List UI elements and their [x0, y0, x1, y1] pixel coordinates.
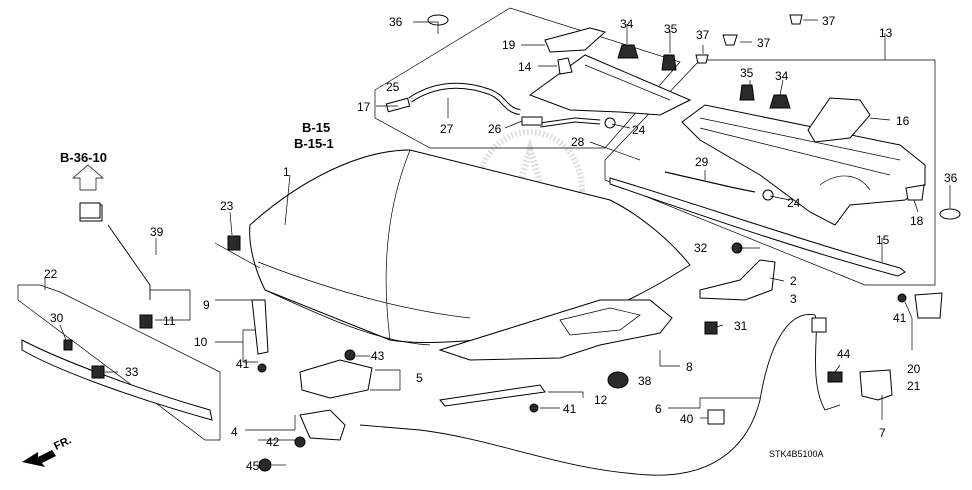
callout-13: 13 [879, 26, 893, 40]
callout-9: 9 [203, 298, 210, 312]
callout-8: 8 [686, 360, 693, 374]
callout-24a: 24 [632, 123, 646, 137]
callout-34a: 34 [620, 17, 634, 31]
callout-41c: 41 [893, 311, 907, 325]
callout-30: 30 [50, 311, 64, 325]
callout-7: 7 [879, 426, 886, 440]
hood-stay [79, 204, 151, 300]
callout-40: 40 [680, 412, 694, 426]
diagram-code: STK4B5100A [769, 449, 824, 459]
hood-panel [249, 149, 691, 346]
callout-35a: 35 [664, 22, 678, 36]
hose-29 [664, 171, 756, 193]
callout-19: 19 [502, 38, 516, 52]
ref-b-15-1: B-15-1 [294, 136, 334, 151]
hose-27 [385, 82, 521, 115]
callout-36a: 36 [389, 15, 403, 29]
callout-22: 22 [44, 267, 58, 281]
cowl-cover [528, 27, 692, 116]
callout-28: 28 [571, 135, 585, 149]
callout-29: 29 [695, 155, 709, 169]
callout-37c: 37 [757, 36, 771, 50]
callout-41b: 41 [563, 402, 577, 416]
assembly-box-17 [374, 7, 681, 149]
assembly-box-22 [17, 284, 221, 441]
callout-35b: 35 [740, 66, 754, 80]
callout-25: 25 [386, 80, 400, 94]
callouts: 1 2 3 4 5 6 7 8 9 10 11 12 13 14 15 16 1… [44, 14, 958, 473]
callout-43: 43 [371, 349, 385, 363]
callout-37a: 37 [822, 14, 836, 28]
callout-11: 11 [163, 314, 176, 328]
callout-2: 2 [790, 274, 797, 288]
callout-39: 39 [150, 225, 164, 239]
direction-label: FR. [52, 434, 73, 452]
callout-4: 4 [231, 425, 238, 439]
ref-b-15: B-15 [302, 120, 330, 135]
front-direction-arrow-icon [22, 450, 56, 467]
callout-18: 18 [910, 214, 924, 228]
callout-16: 16 [896, 114, 910, 128]
up-arrow-icon [72, 164, 104, 191]
callout-33: 33 [125, 365, 139, 379]
callout-24b: 24 [787, 196, 801, 210]
callout-41a: 41 [236, 357, 250, 371]
hose-28 [539, 117, 601, 128]
seal-16 [807, 97, 871, 143]
callout-12: 12 [594, 393, 608, 407]
callout-15: 15 [876, 233, 890, 247]
weatherstrip-15 [609, 177, 906, 277]
ref-b-36-10: B-36-10 [60, 150, 107, 165]
callout-3: 3 [790, 292, 797, 306]
leader-lines [44, 19, 951, 466]
callout-26: 26 [488, 122, 502, 136]
callout-44: 44 [837, 347, 851, 361]
callout-36b: 36 [944, 171, 958, 185]
callout-17: 17 [357, 100, 371, 114]
fasteners [63, 14, 961, 472]
callout-1: 1 [283, 165, 290, 179]
callout-34b: 34 [775, 69, 789, 83]
callout-27: 27 [440, 122, 454, 136]
callout-32: 32 [694, 241, 708, 255]
hood-insulator [438, 299, 673, 361]
callout-37b: 37 [696, 28, 710, 42]
callout-38: 38 [638, 374, 652, 388]
hood-molding [21, 339, 213, 421]
callout-45: 45 [246, 459, 260, 473]
callout-20: 20 [907, 362, 921, 376]
callout-14: 14 [518, 60, 532, 74]
hood-cable [359, 314, 841, 476]
callout-23: 23 [220, 199, 234, 213]
callout-6: 6 [655, 402, 662, 416]
callout-21: 21 [907, 379, 921, 393]
callout-5: 5 [416, 371, 423, 385]
callout-10: 10 [194, 335, 208, 349]
callout-42: 42 [266, 435, 280, 449]
callout-31: 31 [734, 319, 748, 333]
cowl-top [681, 104, 926, 226]
